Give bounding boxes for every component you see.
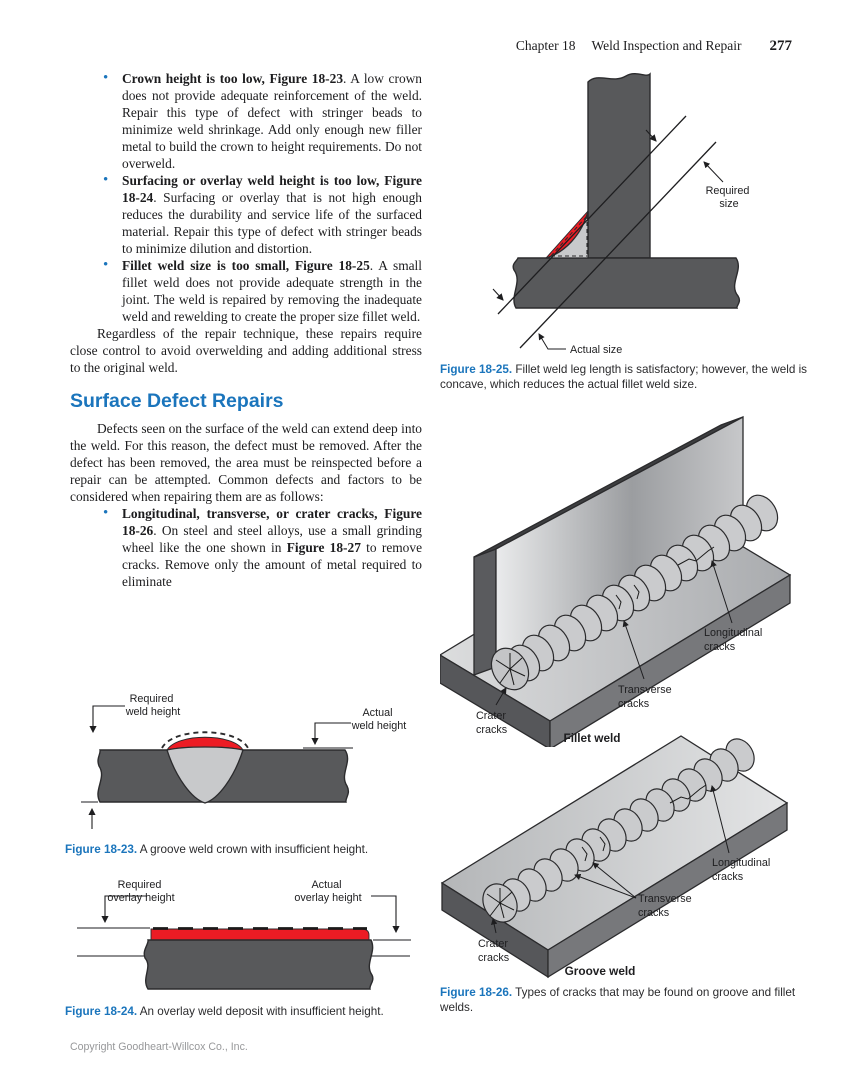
left-column: Crown height is too low, Figure 18-23. A… (70, 70, 422, 590)
fillet-weld-size-diagram: Required size Actual size (492, 72, 753, 356)
caption-label: Figure 18-25. (440, 363, 513, 376)
figure-caption: Figure 18-24. An overlay weld deposit wi… (65, 1004, 421, 1019)
overlay-weld-deposit (150, 928, 370, 941)
page-header: Chapter 18 Weld Inspection and Repair 277 (516, 38, 792, 55)
required-size-label: Required size (706, 185, 753, 210)
transverse-crack-marks (581, 836, 606, 862)
groove-weld-cracks-diagram: Longitudinal cracks Transverse cracks Cr… (440, 735, 789, 979)
header-page-number: 277 (769, 38, 793, 54)
transverse-leader (622, 620, 645, 680)
size-line-lower (519, 141, 717, 349)
crater-leader (495, 687, 507, 706)
header-chapter: Chapter 18 (515, 38, 576, 53)
paragraph: Regardless of the repair technique, thes… (70, 326, 422, 375)
groove-weld (166, 746, 244, 804)
section-heading: Surface Defect Repairs (70, 390, 284, 412)
longitudinal-leader (710, 560, 733, 624)
crater-crack-marks (495, 653, 526, 686)
actual-weld-height-label: Actual weld height (351, 707, 407, 732)
crack-bullet-list: Longitudinal, transverse, or crater crac… (70, 505, 422, 590)
fillet-weld-title: Fillet weld (563, 731, 620, 745)
crater-cracks-label: Crater cracks (478, 938, 511, 964)
longitudinal-cracks-label: Longitudinal cracks (704, 627, 765, 653)
caption-text: Fillet weld leg length is satisfactory; … (440, 363, 808, 391)
groove-weld-crown-diagram: Required weld height Actual weld height (81, 693, 407, 829)
bullet-lead: Longitudinal, transverse, or crater crac… (122, 506, 422, 538)
weld-bead (482, 738, 755, 923)
figure-18-23: Required weld height Actual weld height … (65, 686, 421, 857)
longitudinal-crack-marks (669, 784, 707, 804)
caption-label: Figure 18-24. (65, 1005, 138, 1018)
lower-dimension-arrow (492, 288, 504, 301)
list-item: Crown height is too low, Figure 18-23. A… (70, 70, 422, 172)
groove-weld-title: Groove weld (565, 964, 636, 978)
transverse-cracks-label: Transverse cracks (638, 893, 695, 919)
figure-caption: Figure 18-26. Types of cracks that may b… (440, 985, 812, 1015)
bullet-text: . A small fillet weld does not provide a… (122, 258, 422, 324)
crater-leader (490, 918, 498, 934)
transverse-crack-marks (615, 584, 640, 610)
bullet-text: to remove cracks. Remove only the amount… (122, 540, 423, 589)
base-plate (143, 939, 374, 990)
bullet-text: . A low crown does not provide adequate … (122, 71, 423, 171)
required-size-leader (703, 161, 724, 183)
base-plate-front-left (440, 654, 551, 747)
actual-height-arrow (311, 722, 351, 746)
list-item: Fillet weld size is too small, Figure 18… (70, 257, 422, 325)
caption-text: A groove weld crown with insufficient he… (137, 843, 369, 856)
paragraph: Defects seen on the surface of the weld … (70, 421, 422, 504)
horizontal-plate (512, 257, 741, 309)
fillet-weld-cracks-diagram: Longitudinal cracks Transverse cracks Cr… (440, 415, 792, 747)
required-overlay-height-label: Required overlay height (107, 879, 174, 904)
transverse-leader-1 (574, 873, 637, 899)
actual-overlay-height-label: Actual overlay height (294, 879, 361, 904)
figure-18-24: Required overlay height Actual overlay h… (65, 872, 421, 1019)
required-crown-outline (161, 731, 249, 749)
upper-dimension-arrow (645, 129, 657, 142)
header-title: Weld Inspection and Repair (591, 38, 742, 53)
longitudinal-crack-marks (677, 546, 715, 566)
longitudinal-leader (710, 785, 730, 854)
size-line-upper (497, 115, 687, 315)
list-item: Longitudinal, transverse, or crater crac… (70, 505, 422, 590)
copyright-notice: Copyright Goodheart-Willcox Co., Inc. (70, 1041, 248, 1053)
vertical-plate (587, 72, 651, 259)
figure-reference: Figure 18-27 (286, 540, 361, 555)
figure-18-25: Required size Actual size Figure 18-25. … (440, 60, 812, 392)
bullet-lead: Surfacing or overlay weld height is too … (122, 173, 422, 205)
actual-size-label: Actual size (570, 344, 622, 356)
crater-crack-marks (486, 888, 515, 919)
bullet-lead: Crown height is too low, Figure 18-23 (122, 71, 344, 86)
bullet-text: . Surfacing or overlay that is not high … (122, 190, 422, 256)
required-size-dashed-triangle (550, 215, 588, 257)
required-height-arrow (101, 895, 147, 924)
overlay-weld-diagram: Required overlay height Actual overlay h… (77, 879, 411, 990)
transverse-cracks-label: Transverse cracks (618, 684, 675, 710)
longitudinal-cracks-label: Longitudinal cracks (712, 857, 773, 883)
transverse-leader-2 (592, 862, 637, 899)
actual-height-arrow (371, 895, 400, 934)
caption-text: An overlay weld deposit with insufficien… (137, 1005, 384, 1018)
required-weld-height-label: Required weld height (125, 693, 181, 718)
figure-caption: Figure 18-25. Fillet weld leg length is … (440, 362, 812, 392)
bullet-text: . On steel and steel alloys, use a small… (122, 523, 422, 555)
caption-text: Types of cracks that may be found on gro… (440, 986, 796, 1014)
defect-bullet-list: Crown height is too low, Figure 18-23. A… (70, 70, 422, 325)
required-height-arrow (89, 705, 125, 734)
list-item: Surfacing or overlay weld height is too … (70, 172, 422, 257)
bullet-lead: Fillet weld size is too small, Figure 18… (122, 258, 370, 273)
caption-label: Figure 18-26. (440, 986, 513, 999)
crater-cracks-label: Crater cracks (476, 710, 509, 736)
actual-size-leader (538, 333, 566, 350)
caption-label: Figure 18-23. (65, 843, 138, 856)
figure-caption: Figure 18-23. A groove weld crown with i… (65, 842, 421, 857)
figure-18-26: Longitudinal cracks Transverse cracks Cr… (440, 415, 812, 1015)
